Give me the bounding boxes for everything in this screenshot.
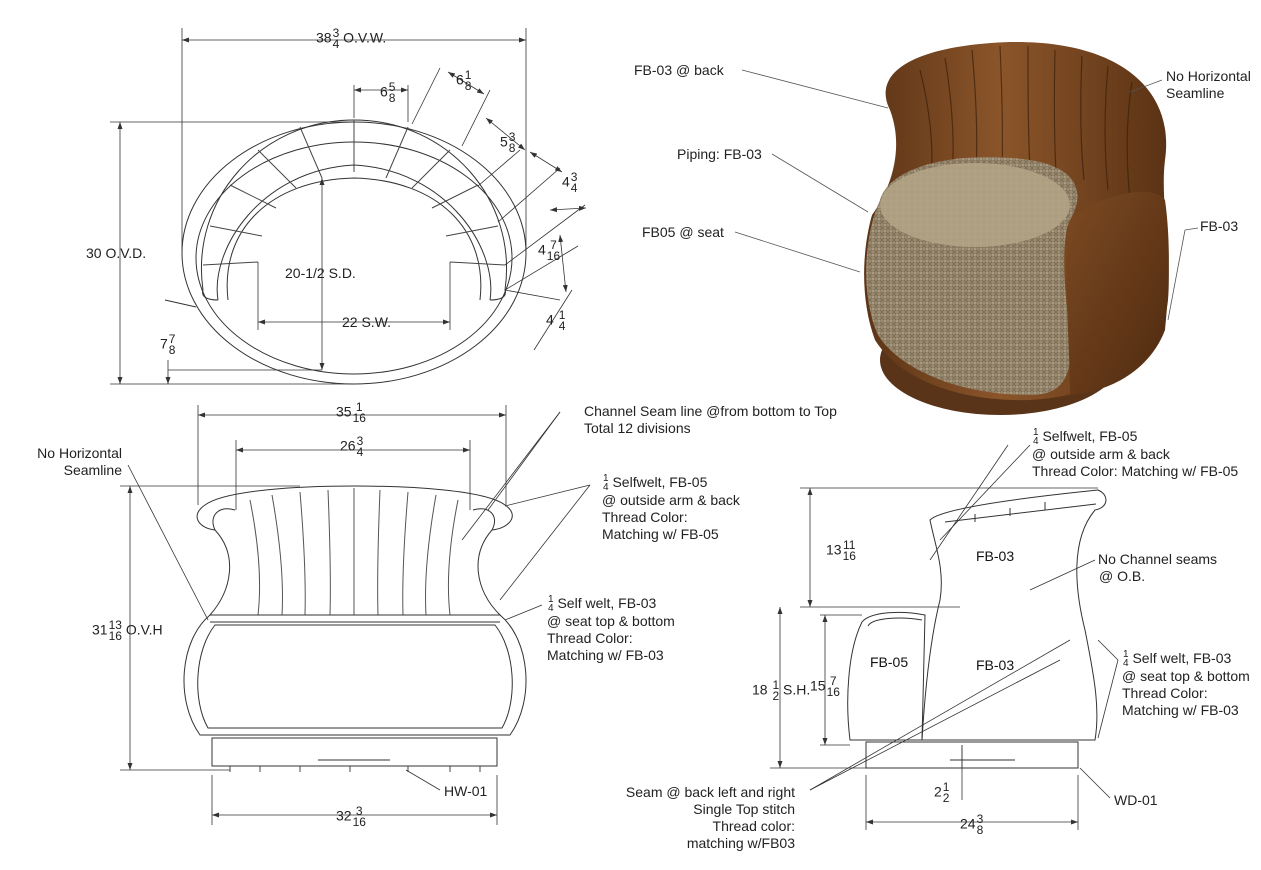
top-view: [165, 120, 526, 384]
chair-seat-top: [880, 163, 1070, 247]
render-piping-label: Piping: FB-03: [677, 146, 762, 162]
top-inner-ellipse: [196, 142, 512, 374]
render-fb03-back-label: FB-03 @ back: [634, 62, 724, 78]
side-view: [848, 490, 1106, 768]
side-no-channel-label: No Channel seams@ O.B.: [1098, 551, 1218, 584]
rendered-chair: [864, 41, 1169, 415]
side-seam-label: Seam @ back left and right Single Top st…: [625, 784, 795, 851]
top-sw-dim: 22 S.W.: [342, 314, 392, 330]
side-fb05-tag: FB-05: [870, 654, 909, 670]
side-wd-label: WD-01: [1114, 792, 1158, 808]
front-hw-label: HW-01: [444, 783, 488, 799]
top-ovd-dim: 30 O.V.D.: [86, 245, 147, 261]
front-view: [184, 486, 526, 772]
side-fb03-lower-tag: FB-03: [976, 657, 1015, 673]
side-fb03-upper-tag: FB-03: [976, 548, 1015, 564]
render-fb03-label: FB-03: [1200, 218, 1239, 234]
render-fb05-seat-label: FB05 @ seat: [642, 224, 724, 240]
top-sd-dim: 20-1/2 S.D.: [285, 265, 356, 281]
